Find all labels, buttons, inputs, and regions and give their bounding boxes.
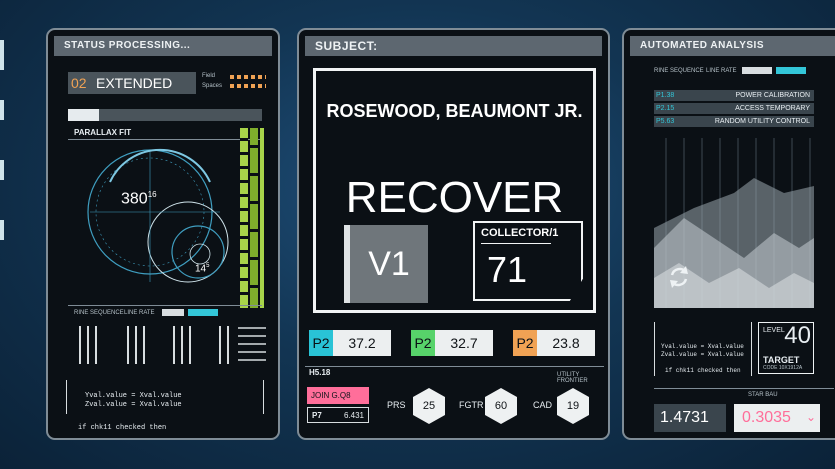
mode-label: EXTENDED bbox=[96, 75, 173, 91]
version-badge[interactable]: V1 bbox=[344, 225, 428, 303]
side-rail bbox=[0, 40, 6, 280]
legend-row[interactable]: P5.63 RANDOM UTILITY CONTROL bbox=[654, 116, 814, 127]
automated-analysis-panel: AUTOMATED ANALYSIS RINE SEQUENCE LINE RA… bbox=[622, 28, 835, 440]
panel-title: STATUS PROCESSING... bbox=[54, 36, 272, 56]
seq-label: RINE SEQUENCE bbox=[654, 68, 704, 74]
p7-readout: P7 6.431 bbox=[307, 407, 369, 423]
seq-toggle[interactable] bbox=[742, 67, 772, 74]
code-line: Zval.value = Xval.value bbox=[85, 401, 182, 409]
bottom-readout-left: 1.4731 bbox=[654, 404, 726, 432]
footer-code: if chk11 checked then bbox=[665, 367, 741, 374]
spaces-label: Spaces bbox=[202, 83, 223, 89]
bottom-readout-right[interactable]: 0.3035 ⌄ bbox=[734, 404, 820, 432]
reading-badge[interactable]: P2 23.8 bbox=[513, 330, 595, 356]
status-processing-panel: STATUS PROCESSING... 02 EXTENDED Field S… bbox=[46, 28, 280, 440]
subject-card: ROSEWOOD, BEAUMONT JR. RECOVER V1 COLLEC… bbox=[313, 68, 596, 313]
section-divider bbox=[305, 366, 604, 367]
p7-label: P7 bbox=[312, 411, 322, 420]
area-chart bbox=[654, 138, 814, 308]
mode-indicator[interactable]: 02 EXTENDED bbox=[68, 72, 196, 94]
metric-label: PRS bbox=[387, 400, 406, 410]
seq-label: RINE SEQUENCE bbox=[74, 310, 124, 316]
legend-key: P1.38 bbox=[656, 92, 675, 99]
section-divider bbox=[654, 388, 834, 389]
progress-fill bbox=[68, 109, 100, 121]
metric-hex: 19 bbox=[557, 388, 589, 424]
collector-box[interactable]: COLLECTOR/1 71 bbox=[473, 221, 583, 301]
dial-small-value: 145 bbox=[195, 263, 210, 275]
reading-value: 23.8 bbox=[537, 330, 595, 356]
reading-value: 32.7 bbox=[435, 330, 493, 356]
metric-label: FGTR bbox=[459, 400, 484, 410]
metric-hex: 25 bbox=[413, 388, 445, 424]
divider bbox=[68, 305, 262, 306]
green-gear-column bbox=[240, 128, 264, 308]
code-line: Zval.value = Xval.value bbox=[661, 351, 744, 358]
parallax-label: PARALLAX FIT bbox=[74, 128, 132, 137]
side-tab[interactable] bbox=[0, 220, 4, 240]
bar-graph bbox=[79, 326, 266, 364]
metric-hex: 60 bbox=[485, 388, 517, 424]
side-tab[interactable] bbox=[0, 160, 4, 180]
code-box: Yval.value = Xval.value Zval.value = Xva… bbox=[66, 380, 264, 414]
seq-toggle-active[interactable] bbox=[188, 309, 218, 316]
progress-bar bbox=[68, 109, 262, 121]
side-tab[interactable] bbox=[0, 100, 4, 120]
legend-row[interactable]: P1.38 POWER CALIBRATION bbox=[654, 90, 814, 101]
line-rate-label: LINE RATE bbox=[706, 68, 737, 74]
reading-badge[interactable]: P2 37.2 bbox=[309, 330, 391, 356]
collector-value: 71 bbox=[487, 249, 528, 290]
subject-name: ROSEWOOD, BEAUMONT JR. bbox=[326, 101, 583, 121]
level-target-box[interactable]: LEVEL 40 TARGET CODE 10X1912A bbox=[758, 322, 814, 374]
mode-number: 02 bbox=[71, 75, 87, 91]
field-spaces-legend: Field Spaces bbox=[202, 72, 272, 94]
reading-tag: P2 bbox=[513, 330, 537, 356]
collector-label: COLLECTOR/1 bbox=[481, 227, 559, 239]
metric-label: CAD bbox=[533, 400, 553, 410]
collector-underline bbox=[481, 243, 551, 244]
field-dots bbox=[230, 75, 266, 79]
panel-title: AUTOMATED ANALYSIS bbox=[630, 36, 835, 56]
spaces-dots bbox=[230, 84, 266, 88]
target-code: CODE 10X1912A bbox=[763, 365, 803, 371]
side-tab[interactable] bbox=[0, 40, 4, 70]
legend-key: P2.15 bbox=[656, 105, 675, 112]
code-box: Yval.value = Xval.value Zval.value = Xva… bbox=[654, 322, 752, 376]
level-label: LEVEL bbox=[763, 327, 785, 334]
legend-key: P5.63 bbox=[656, 118, 675, 125]
reading-badge[interactable]: P2 32.7 bbox=[411, 330, 493, 356]
reading-tag: P2 bbox=[411, 330, 435, 356]
level-value: 40 bbox=[784, 322, 811, 349]
reading-value: 37.2 bbox=[333, 330, 391, 356]
p7-value: 6.431 bbox=[343, 411, 364, 420]
field-label: Field bbox=[202, 73, 216, 79]
star-label: STAR BAU bbox=[748, 392, 778, 398]
code-line: Yval.value = Xval.value bbox=[85, 392, 182, 400]
seq-toggle-active[interactable] bbox=[776, 67, 806, 74]
chevron-down-icon: ⌄ bbox=[805, 410, 816, 424]
legend-value: RANDOM UTILITY CONTROL bbox=[714, 118, 810, 125]
target-label: TARGET bbox=[763, 355, 800, 365]
seq-toggle[interactable] bbox=[162, 309, 184, 316]
reading-tag: P2 bbox=[309, 330, 333, 356]
legend-value: ACCESS TEMPORARY bbox=[735, 105, 810, 112]
bottom-readout-right-value: 0.3035 bbox=[742, 409, 791, 426]
status-text: RECOVER bbox=[345, 173, 564, 222]
legend-row[interactable]: P2.15 ACCESS TEMPORARY bbox=[654, 103, 814, 114]
refresh-icon[interactable] bbox=[664, 262, 694, 292]
join-button[interactable]: JOIN G.Q8 bbox=[307, 387, 369, 404]
line-rate-label: LINE RATE bbox=[124, 310, 155, 316]
radar-dial bbox=[87, 148, 229, 283]
dial-main-value: 38016 bbox=[121, 190, 157, 208]
utility-label: UTILITY FRONTIER bbox=[557, 372, 588, 384]
code-line: Yval.value = Xval.value bbox=[661, 343, 744, 350]
panel-title: SUBJECT: bbox=[305, 36, 602, 56]
footer-code: if chk11 checked then bbox=[78, 424, 167, 432]
legend-value: POWER CALIBRATION bbox=[735, 92, 810, 99]
section-code: H5.18 bbox=[309, 368, 331, 377]
subject-panel: SUBJECT: ROSEWOOD, BEAUMONT JR. RECOVER … bbox=[297, 28, 610, 440]
divider bbox=[68, 139, 262, 140]
